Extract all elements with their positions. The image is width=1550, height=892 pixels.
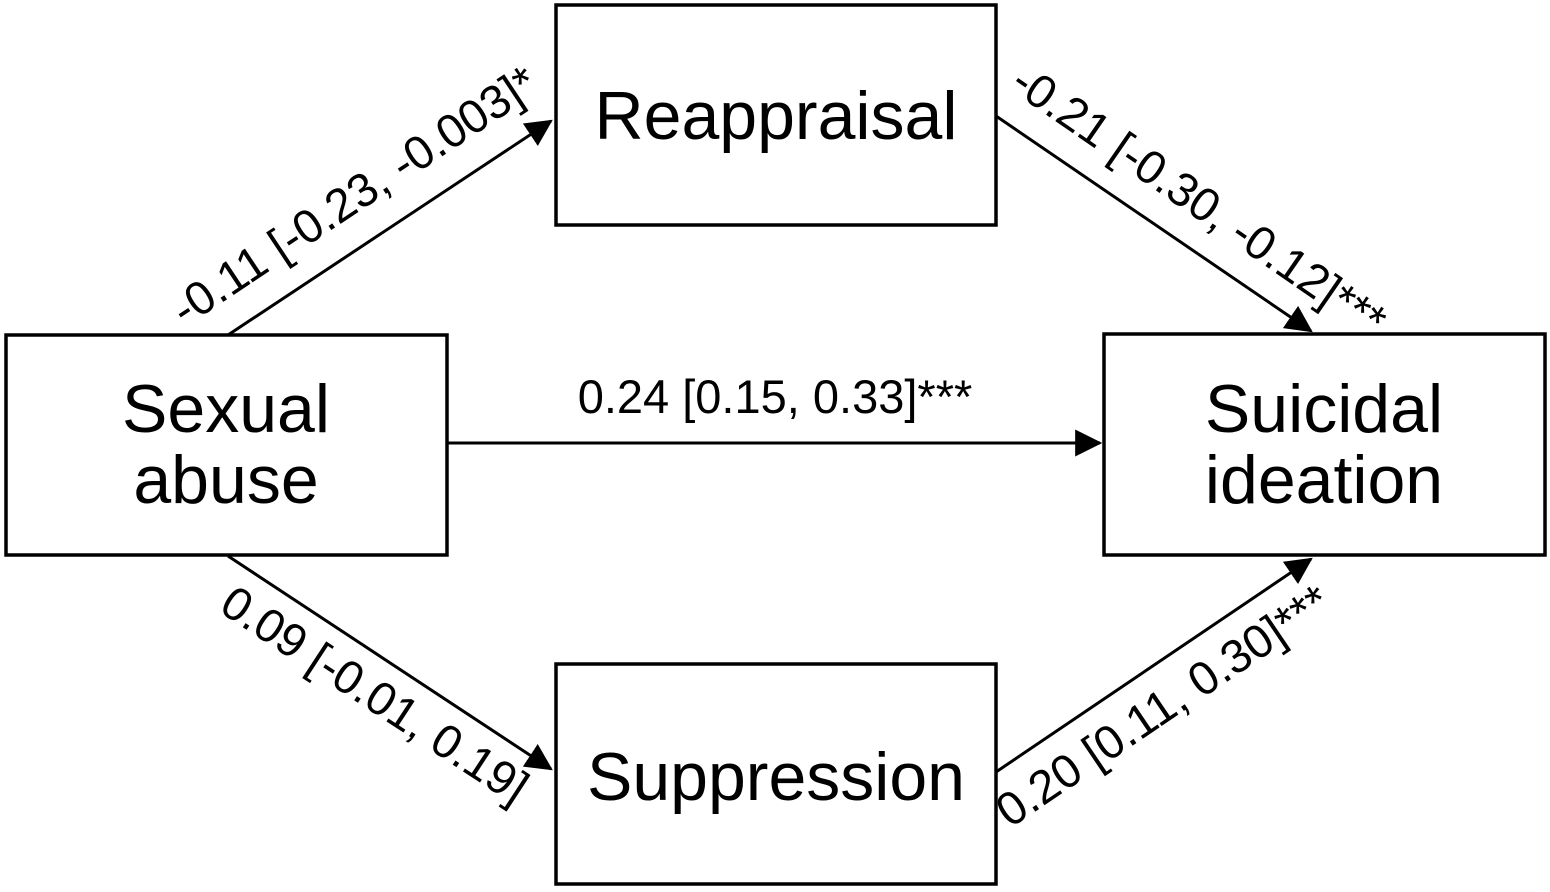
node-label-suppression: Suppression [587, 739, 965, 815]
node-label-reappraisal: Reappraisal [595, 78, 958, 154]
node-label-suicidal-ideation-line2: ideation [1205, 442, 1443, 518]
node-suicidal-ideation: Suicidal ideation [1102, 332, 1547, 557]
path-label-sexual-abuse-to-suicidal-ideation: 0.24 [0.15, 0.33]*** [578, 370, 973, 423]
node-label-sexual-abuse-line1: Sexual [122, 371, 330, 447]
arrow-suppression-to-suicidal-ideation [995, 557, 1313, 774]
node-box-reappraisal [554, 3, 998, 227]
arrow-sexual-abuse-to-reappraisal [227, 119, 553, 337]
node-suppression: Suppression [554, 662, 998, 886]
path-label-sexual-abuse-to-suppression: 0.09 [-0.01, 0.19] [212, 575, 538, 814]
node-box-sexual-abuse [4, 333, 449, 557]
path-label-suppression-to-suicidal-ideation: 0.20 [0.11, 0.30]*** [986, 574, 1340, 837]
node-sexual-abuse: Sexual abuse [4, 333, 449, 557]
arrow-reappraisal-to-suicidal-ideation [995, 114, 1313, 333]
node-reappraisal: Reappraisal [554, 3, 998, 227]
node-box-suicidal-ideation [1102, 332, 1547, 557]
path-label-sexual-abuse-to-reappraisal: -0.11 [-0.23, -0.003]* [161, 55, 547, 336]
arrow-sexual-abuse-to-suppression [227, 554, 553, 771]
node-label-suicidal-ideation-line1: Suicidal [1205, 371, 1443, 447]
node-label-sexual-abuse-line2: abuse [133, 442, 318, 518]
path-label-reappraisal-to-suicidal-ideation: -0.21 [-0.30, -0.12]*** [1003, 53, 1397, 347]
node-box-suppression [554, 662, 998, 886]
